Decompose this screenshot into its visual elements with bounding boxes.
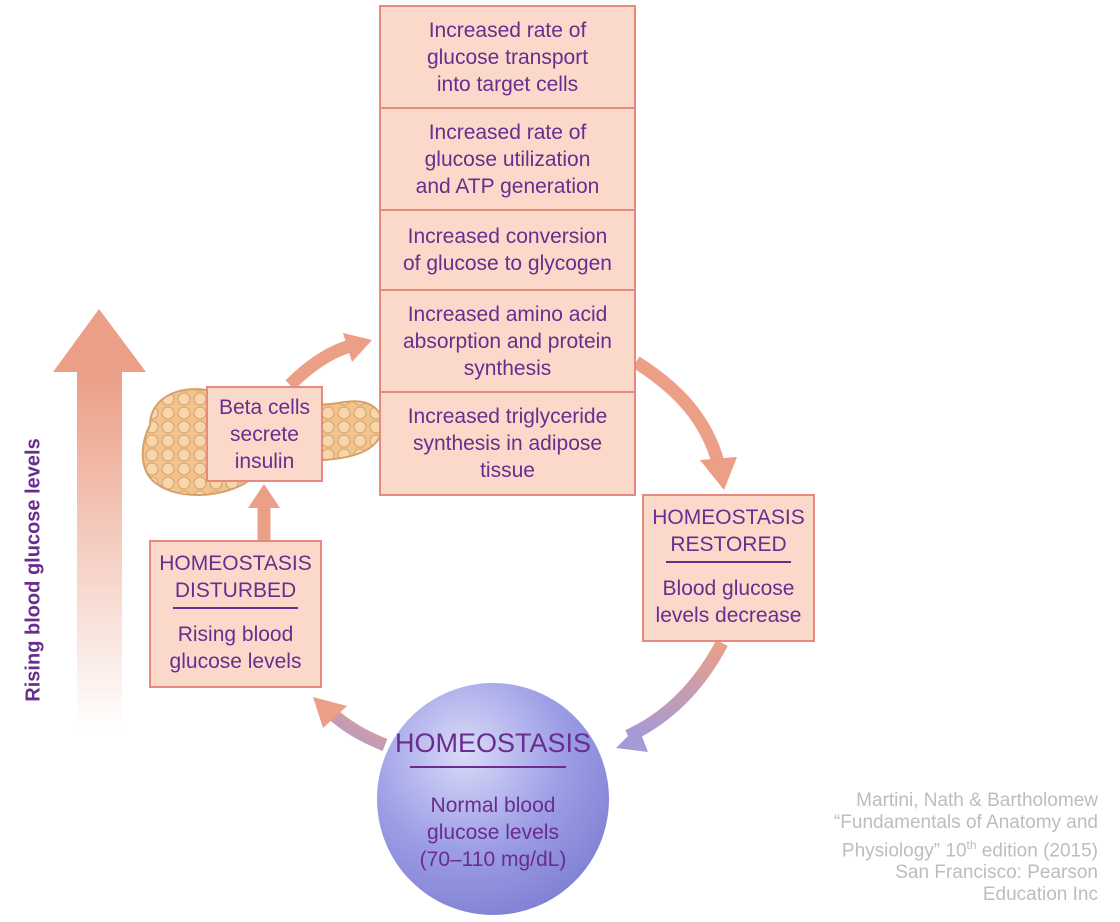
credit-line: San Francisco: Pearson: [895, 862, 1098, 884]
credit-line: Education Inc: [982, 884, 1098, 906]
credit-line: “Fundamentals of Anatomy and: [833, 812, 1098, 833]
effect-text: Increased rate of glucose utilization an…: [415, 120, 600, 198]
up-arrow-icon: [53, 309, 146, 730]
disturbed-heading: HOMEOSTASIS: [159, 552, 312, 575]
feedback-loop-arrows: [257, 339, 728, 752]
effect-text: Increased amino acid absorption and prot…: [403, 302, 612, 380]
restored-body: Blood glucose levels decrease: [655, 577, 802, 627]
beta-cells-box: Beta cells secrete insulin: [206, 386, 323, 482]
disturbed-subheading: DISTURBED: [174, 579, 297, 602]
restored-heading: HOMEOSTASIS: [652, 506, 805, 529]
homeostasis-divider: [410, 766, 566, 768]
effect-text: Increased conversion of glucose to glyco…: [403, 225, 612, 275]
effect-text: Increased triglyceride synthesis in adip…: [407, 405, 608, 482]
rising-glucose-label: Rising blood glucose levels: [22, 438, 45, 702]
homeostasis-body: Normal blood glucose levels (70–110 mg/d…: [419, 794, 567, 871]
homeostasis-title: HOMEOSTASIS: [394, 728, 592, 758]
restored-divider: [665, 561, 792, 563]
effect-box-amino-acid: Increased amino acid absorption and prot…: [379, 289, 636, 393]
effect-text: Increased rate of glucose transport into…: [426, 18, 589, 96]
restored-subheading: RESTORED: [670, 533, 787, 556]
disturbed-divider: [172, 607, 299, 609]
homeostasis-disturbed-box: HOMEOSTASIS DISTURBED Rising blood gluco…: [149, 540, 322, 688]
feedback-loop-arrowheads: [248, 333, 737, 752]
source-credit: Martini, Nath & Bartholomew “Fundamental…: [834, 790, 1098, 906]
effect-box-glucose-transport: Increased rate of glucose transport into…: [379, 5, 636, 109]
effect-box-glucose-utilization: Increased rate of glucose utilization an…: [379, 107, 636, 211]
effect-box-triglyceride: Increased triglyceride synthesis in adip…: [379, 391, 636, 496]
credit-line: Physiology” 10th edition (2015): [841, 838, 1098, 862]
beta-cells-text: Beta cells secrete insulin: [218, 395, 311, 473]
effect-box-glycogen: Increased conversion of glucose to glyco…: [379, 209, 636, 291]
homeostasis-restored-box: HOMEOSTASIS RESTORED Blood glucose level…: [642, 494, 815, 642]
credit-line: Martini, Nath & Bartholomew: [856, 790, 1098, 811]
disturbed-body: Rising blood glucose levels: [169, 623, 302, 673]
homeostasis-circle: [377, 683, 609, 915]
